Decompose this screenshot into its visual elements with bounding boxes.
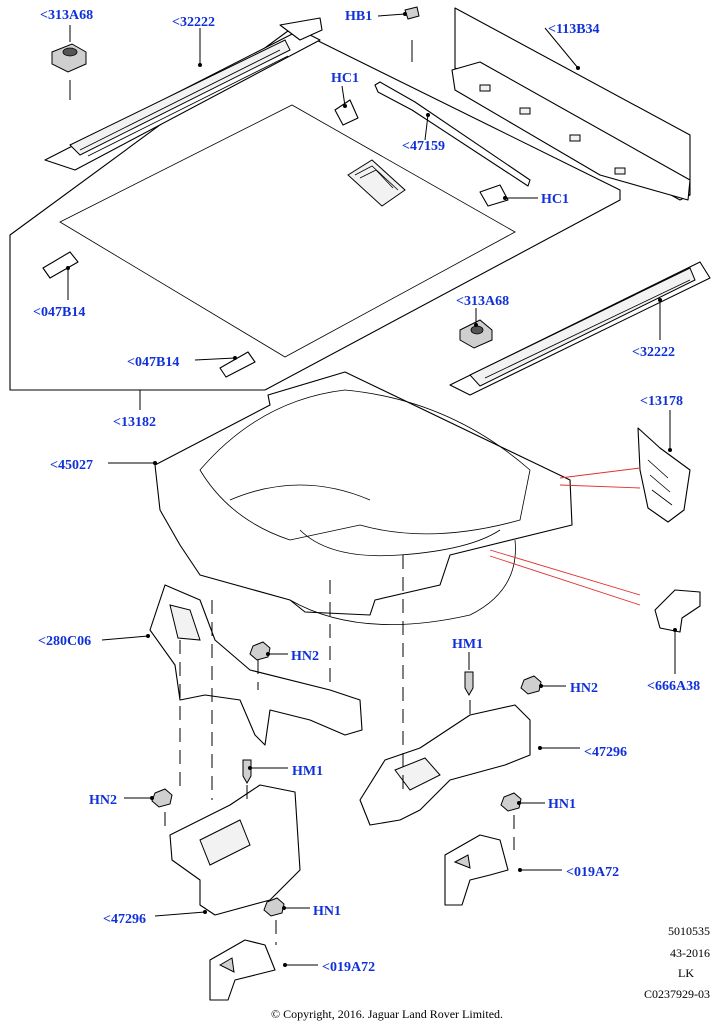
clip-313a68-top [51,43,87,73]
label-019a72-bottom: <019A72 [322,960,375,975]
label-hn1-right: HN1 [548,797,576,812]
bracket-047b14-mid [219,351,256,378]
label-32222-right: <32222 [632,345,675,360]
bracket-47296-right [359,704,531,826]
fastener-hn2-c [151,788,173,808]
label-313a68-right: <313A68 [456,294,509,309]
label-047b14-left: <047B14 [33,305,85,320]
fastener-hn2-a [249,641,271,661]
label-019a72-right: <019A72 [566,865,619,880]
label-47296-left: <47296 [103,912,146,927]
load-floor-tub [154,371,573,625]
bracket-019a72-right [444,834,509,906]
ref-lang: LK [678,966,694,980]
label-hm1-left: HM1 [292,764,323,779]
reference-block: 5010535 43-2016 LK C0237929-03 [644,924,710,1001]
fastener-hb1 [404,6,420,62]
label-hn2-b: HN2 [570,681,598,696]
label-280c06: <280C06 [38,634,91,649]
label-113b34: <113B34 [548,22,600,37]
label-13182: <13182 [113,415,156,430]
label-313a68-top: <313A68 [40,8,93,23]
fastener-hm1-right [464,671,474,697]
trim-cover-13178 [637,427,691,523]
label-47296-right: <47296 [584,745,627,760]
copyright-notice: © Copyright, 2016. Jaguar Land Rover Lim… [271,1007,503,1021]
right-rail [449,261,711,396]
label-hn2-a: HN2 [291,649,319,664]
clip-313a68-right [459,319,493,349]
label-hc1-top: HC1 [331,71,359,86]
label-666a38: <666A38 [647,679,700,694]
ref-doc: C0237929-03 [644,987,710,1001]
bracket-666a38 [654,589,701,633]
fastener-hn2-b [520,675,542,695]
fastener-hm1-left [242,759,252,785]
alignment-lines [164,555,515,945]
part-labels: <313A68 <32222 HB1 <113B34 HC1 <47159 HC… [33,8,700,975]
label-47159: <47159 [402,139,445,154]
label-45027: <45027 [50,458,93,473]
label-hb1: HB1 [345,9,372,24]
label-13178: <13178 [640,394,683,409]
fastener-hn1-right [500,792,522,812]
indicator-lines [489,467,641,606]
label-hn2-c: HN2 [89,793,117,808]
label-32222-top: <32222 [172,15,215,30]
label-hn1-bottom: HN1 [313,904,341,919]
label-047b14-mid: <047B14 [127,355,179,370]
side-trim-panel [451,7,691,201]
label-hm1-right: HM1 [452,637,483,652]
leader-lines [66,12,677,967]
label-hc1-right: HC1 [541,192,569,207]
ref-code: 43-2016 [670,946,710,960]
strap-47159 [374,81,531,187]
bracket-47296-left [169,784,301,916]
clip-hc1-right [479,184,509,207]
bracket-047b14-left [42,251,79,279]
fastener-hn1-bottom [263,897,285,917]
left-rail [44,17,323,171]
bracket-019a72-bottom [209,939,276,1001]
ref-number: 5010535 [668,924,710,938]
